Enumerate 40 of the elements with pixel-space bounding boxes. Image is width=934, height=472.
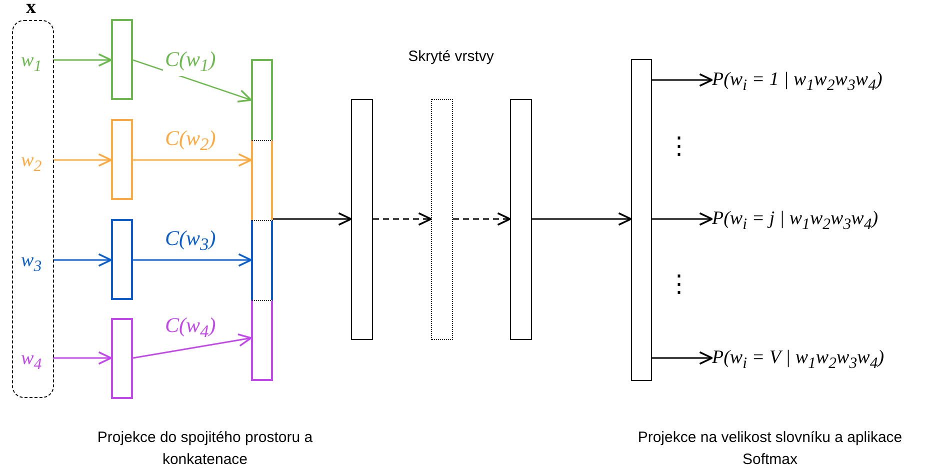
embedding-segment — [251, 140, 273, 220]
embedding-segment — [251, 59, 273, 140]
embedding-vector — [111, 119, 133, 200]
probability-output: P(w$_{i}$ = j | w$_{1}$w$_{2}$w$_{3}$w$_{4}$) — [712, 205, 932, 233]
hidden-layer — [351, 99, 373, 340]
arrow — [53, 153, 112, 167]
input-word: w$_{3}$ — [15, 249, 54, 273]
arrow — [652, 73, 713, 87]
section-heading: Skryté vrstvy — [407, 47, 495, 67]
edge-label: C(w$_{1}$) — [163, 48, 218, 76]
arrow — [53, 253, 112, 267]
embedding-segment — [251, 220, 273, 300]
softmax-output-layer — [631, 59, 652, 381]
arrow — [132, 333, 252, 359]
arrow — [652, 351, 713, 365]
caption: Projekce na velikost slovníku a aplikace Softmax — [636, 428, 904, 470]
arrow — [373, 212, 432, 226]
arrow — [53, 53, 112, 67]
probability-output: P(w$_{i}$ = V | w$_{1}$w$_{2}$w$_{3}$w$_{4}$) — [712, 344, 932, 372]
input-word: w$_{2}$ — [15, 149, 54, 173]
input-word: w$_{4}$ — [15, 347, 54, 371]
arrow — [133, 253, 252, 267]
embedding-vector — [111, 219, 133, 300]
arrow — [273, 212, 352, 226]
embedding-segment — [251, 300, 273, 381]
embedding-vector — [111, 318, 133, 399]
arrow — [53, 351, 112, 365]
vertical-ellipsis: ⋮ — [667, 132, 687, 162]
arrow — [652, 212, 713, 226]
input-word: w$_{1}$ — [15, 49, 54, 73]
hidden-layer — [510, 99, 532, 340]
probability-output: P(w$_{i}$ = 1 | w$_{1}$w$_{2}$w$_{3}$w$_{4}$) — [712, 66, 932, 94]
arrow — [453, 212, 511, 226]
hidden-layer — [431, 99, 453, 340]
embedding-vector — [111, 19, 133, 100]
caption: Projekce do spojitého prostoru a konkatenace — [96, 428, 314, 470]
input-vector-label: x — [26, 0, 36, 18]
vertical-ellipsis: ⋮ — [667, 270, 687, 300]
arrow — [133, 153, 252, 167]
arrow — [532, 212, 632, 226]
